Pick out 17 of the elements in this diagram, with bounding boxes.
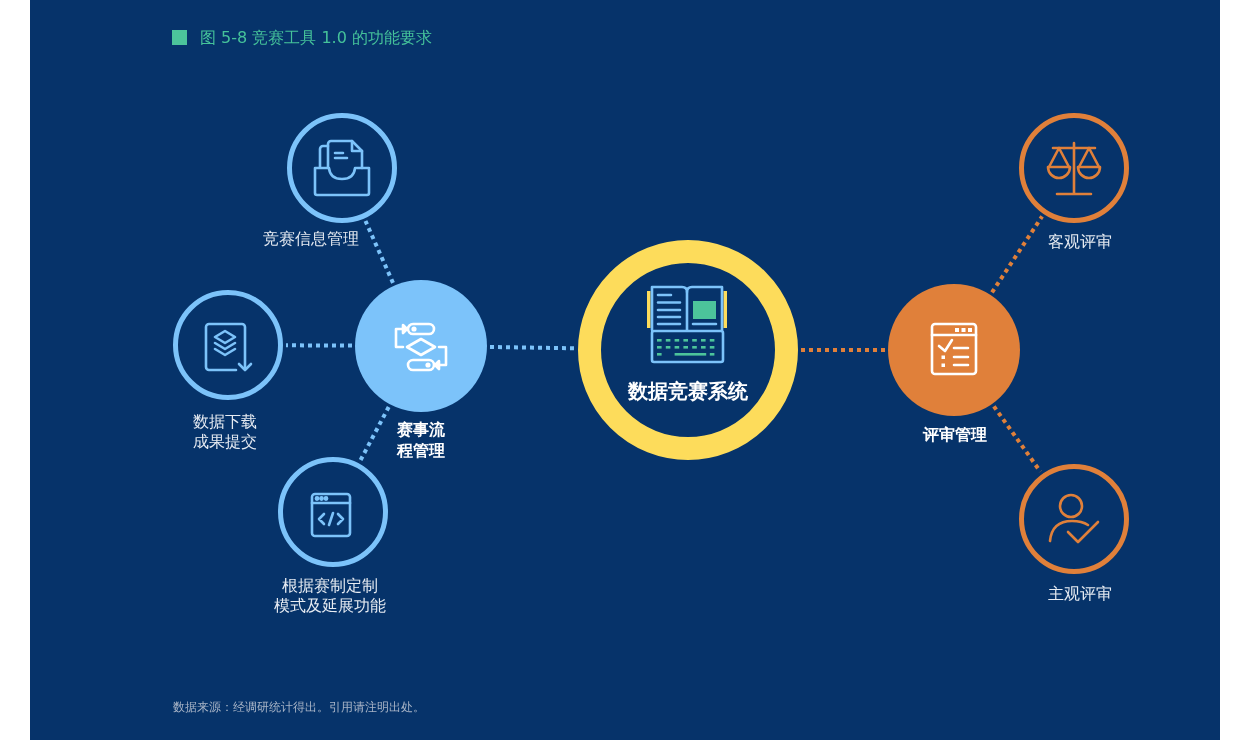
dotted-connector <box>990 215 1044 294</box>
dotted-connector <box>992 405 1043 473</box>
node-label: 客观评审 <box>1048 232 1112 252</box>
node-label: 赛事流程管理 <box>397 419 445 461</box>
node-label: 主观评审 <box>1048 584 1112 604</box>
node-label: 评审管理 <box>923 425 987 445</box>
node-label: 根据赛制定制模式及延展功能 <box>274 576 386 616</box>
dotted-connector <box>489 345 576 351</box>
dotted-connector <box>801 348 885 352</box>
source-note: 数据来源：经调研统计得出。引用请注明出处。 <box>173 699 425 716</box>
dotted-connector <box>286 343 352 348</box>
node-label: 数据竞赛系统 <box>628 378 748 405</box>
node-label: 竞赛信息管理 <box>263 229 359 249</box>
node-label: 数据下载成果提交 <box>193 412 257 452</box>
dotted-connector <box>358 406 391 462</box>
dotted-connector <box>363 220 395 284</box>
figure-title: 图 5-8 竞赛工具 1.0 的功能要求 <box>200 28 432 48</box>
